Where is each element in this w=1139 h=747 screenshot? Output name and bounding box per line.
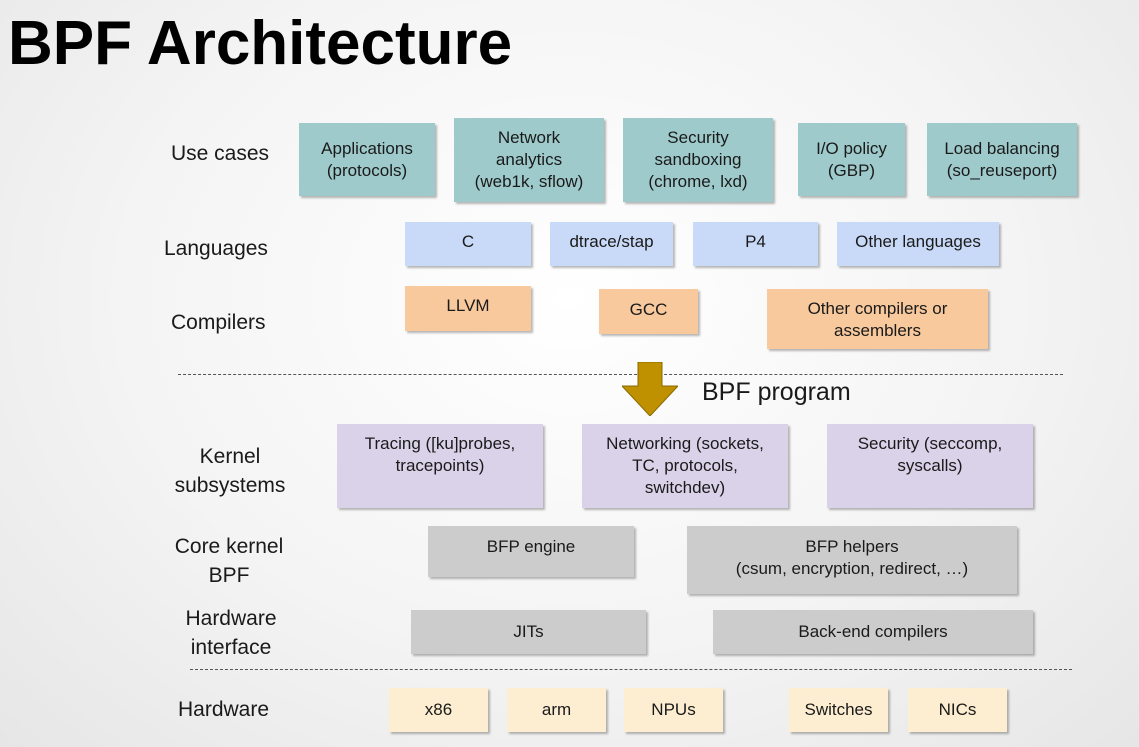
separator-line <box>190 669 1072 670</box>
use-case-load-balancing: Load balancing (so_reuseport) <box>927 123 1077 196</box>
language-other: Other languages <box>837 222 999 266</box>
hardware-npus: NPUs <box>624 688 723 732</box>
bpf-program-label: BPF program <box>702 378 851 406</box>
row-label-compilers: Compilers <box>171 311 266 334</box>
core-bfp-helpers: BFP helpers (csum, encryption, redirect,… <box>687 526 1017 594</box>
hardware-x86: x86 <box>389 688 488 732</box>
kernel-networking: Networking (sockets, TC, protocols, swit… <box>582 424 788 508</box>
kernel-security: Security (seccomp, syscalls) <box>827 424 1033 508</box>
row-label-kernel-subsystems: Kernel subsystems <box>174 445 286 497</box>
kernel-tracing: Tracing ([ku]probes, tracepoints) <box>337 424 543 508</box>
page-title: BPF Architecture <box>8 9 513 78</box>
separator-line <box>178 374 1063 375</box>
hw-interface-backend-compilers: Back-end compilers <box>713 610 1033 654</box>
row-label-core-kernel-bpf: Core kernel BPF <box>174 535 284 587</box>
core-bfp-engine: BFP engine <box>428 526 634 577</box>
use-case-network-analytics: Network analytics (web1k, sflow) <box>454 118 604 202</box>
row-label-languages: Languages <box>164 237 268 260</box>
hardware-nics: NICs <box>908 688 1007 732</box>
row-label-use-cases: Use cases <box>171 142 270 165</box>
hw-interface-jits: JITs <box>411 610 646 654</box>
language-p4: P4 <box>693 222 818 266</box>
hardware-arm: arm <box>507 688 606 732</box>
compiler-gcc: GCC <box>599 289 698 334</box>
row-label-hardware-interface: Hardware interface <box>185 607 277 659</box>
use-case-io-policy: I/O policy (GBP) <box>798 123 905 196</box>
use-case-applications: Applications (protocols) <box>299 123 435 196</box>
hardware-switches: Switches <box>789 688 888 732</box>
compiler-llvm: LLVM <box>405 286 531 331</box>
language-dtrace-stap: dtrace/stap <box>550 222 673 266</box>
compiler-other: Other compilers or assemblers <box>767 289 988 349</box>
down-arrow-icon <box>622 362 678 416</box>
use-case-security-sandboxing: Security sandboxing (chrome, lxd) <box>623 118 773 202</box>
language-c: C <box>405 222 531 266</box>
row-label-hardware: Hardware <box>178 698 270 721</box>
